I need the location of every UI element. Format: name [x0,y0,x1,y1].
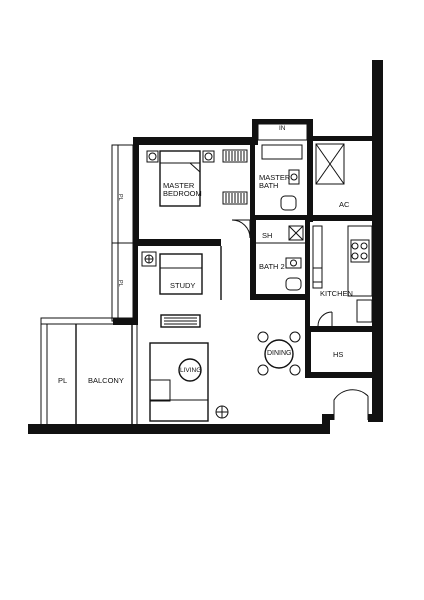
walls [28,60,383,434]
entrance-door [333,389,369,420]
label-study: STUDY [170,281,196,290]
label-bath-2: BATH 2 [259,262,285,271]
ac-ledge [315,143,345,185]
label-pl-balcony: PL [58,376,68,385]
label-living: LIVING [180,367,202,374]
label-kitchen: KITCHEN [320,289,353,298]
study [141,251,203,328]
label-balcony: BALCONY [88,376,124,385]
kitchen [312,225,373,327]
label-ac: AC [339,200,350,209]
dining-set [257,331,301,376]
label-pl-lower: PL [117,280,123,287]
label-sh: SH [262,231,273,240]
svg-text:IN: IN [279,125,286,132]
bath-2 [256,225,305,291]
label-pl-upper: PL [117,194,123,201]
thin-walls [40,123,308,427]
label-dining: DINING [267,350,292,357]
label-master-bath: MASTER BATH [259,173,291,190]
master-bath: IN [261,125,303,211]
master-bedroom [146,149,251,239]
label-master-bedroom: MASTER BEDROOM [163,181,202,198]
label-hs: HS [333,350,344,359]
living-set [149,342,229,422]
